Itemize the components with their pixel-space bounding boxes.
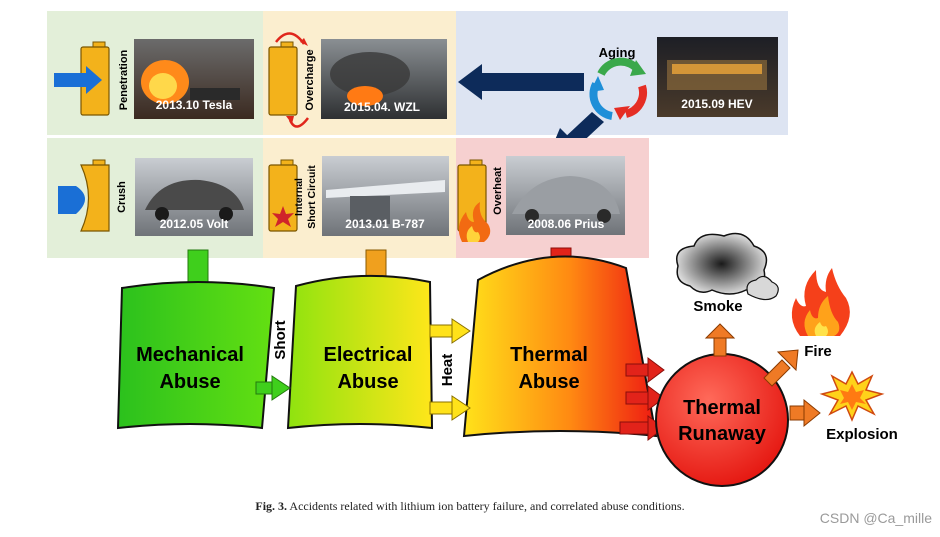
smoke-label: Smoke [693, 298, 742, 315]
mechanical-abuse-line1: Mechanical [136, 344, 244, 366]
wzl-caption: 2015.04. WZL [344, 100, 420, 114]
prius-caption: 2008.06 Prius [528, 217, 605, 231]
b787-caption: 2013.01 B-787 [345, 217, 425, 231]
internal-short-label-line1: Internal [293, 178, 305, 216]
penetration-arrow-icon [54, 66, 102, 94]
mechanical-to-electrical-arrow-icon [255, 375, 291, 401]
runaway-to-explosion-arrow-icon [789, 398, 821, 428]
fire-icon [791, 268, 850, 336]
thermal-to-runaway-arrow-icon-1 [625, 357, 665, 383]
thermal-to-runaway-arrow-icon-2 [625, 385, 665, 411]
overheat-label: Overheat [492, 167, 504, 215]
explosion-icon [819, 370, 885, 422]
thermal-runaway-line2: Runaway [678, 423, 767, 445]
mechanical-abuse-line2: Abuse [159, 371, 220, 393]
volt-caption: 2012.05 Volt [160, 217, 228, 231]
tesla-caption: 2013.10 Tesla [156, 98, 233, 112]
overcharge-label: Overcharge [304, 49, 316, 110]
wzl-photo: 2015.04. WZL [321, 39, 447, 119]
figure-caption: Fig. 3. Accidents related with lithium i… [0, 499, 940, 514]
runaway-to-smoke-arrow-icon [704, 323, 736, 357]
electrical-abuse-block: Electrical Abuse [286, 274, 434, 430]
heat-connector-label: Heat [439, 354, 456, 387]
volt-photo: 2012.05 Volt [135, 158, 253, 236]
overcharge-battery-icon [268, 41, 298, 116]
internal-short-label-line2: Short Circuit [306, 165, 318, 229]
figure-number: Fig. 3. [255, 499, 288, 513]
penetration-label: Penetration [118, 49, 130, 110]
aging-label: Aging [599, 45, 636, 60]
hev-caption: 2015.09 HEV [681, 97, 752, 111]
explosion-label: Explosion [826, 426, 898, 443]
thermal-runaway-line1: Thermal [683, 397, 761, 419]
short-connector-label: Short [272, 320, 289, 359]
crush-press-icon [58, 186, 85, 214]
aging-to-overcharge-arrow-icon [458, 64, 584, 100]
overcharge-cycle-icon [275, 32, 309, 128]
thermal-abuse-line2: Abuse [518, 371, 579, 393]
tesla-photo: 2013.10 Tesla [134, 39, 254, 119]
thermal-runaway-circle: Thermal Runaway [655, 353, 789, 487]
crush-label: Crush [116, 181, 128, 213]
mechanical-abuse-block: Mechanical Abuse [116, 281, 276, 430]
overheat-flame-icon [458, 202, 491, 242]
b787-photo: 2013.01 B-787 [322, 156, 449, 236]
crush-battery-icon [80, 159, 110, 232]
thermal-abuse-line1: Thermal [510, 344, 588, 366]
smoke-cloud-icon [676, 232, 779, 301]
watermark: CSDN @Ca_mille [819, 510, 932, 526]
internal-short-battery-icon [268, 159, 298, 232]
thermal-abuse-block: Thermal Abuse [462, 255, 658, 438]
prius-photo: 2008.06 Prius [506, 156, 625, 235]
electrical-to-thermal-arrow-icon-1 [429, 318, 471, 344]
electrical-to-thermal-arrow-icon-2 [429, 395, 471, 421]
figure-caption-text: Accidents related with lithium ion batte… [287, 499, 685, 513]
hev-photo: 2015.09 HEV [657, 37, 778, 117]
aging-cycle-icon [589, 57, 647, 120]
electrical-abuse-line2: Abuse [337, 371, 398, 393]
runaway-to-fire-arrow-icon [763, 349, 799, 387]
fire-label: Fire [804, 343, 832, 360]
electrical-abuse-line1: Electrical [324, 344, 413, 366]
